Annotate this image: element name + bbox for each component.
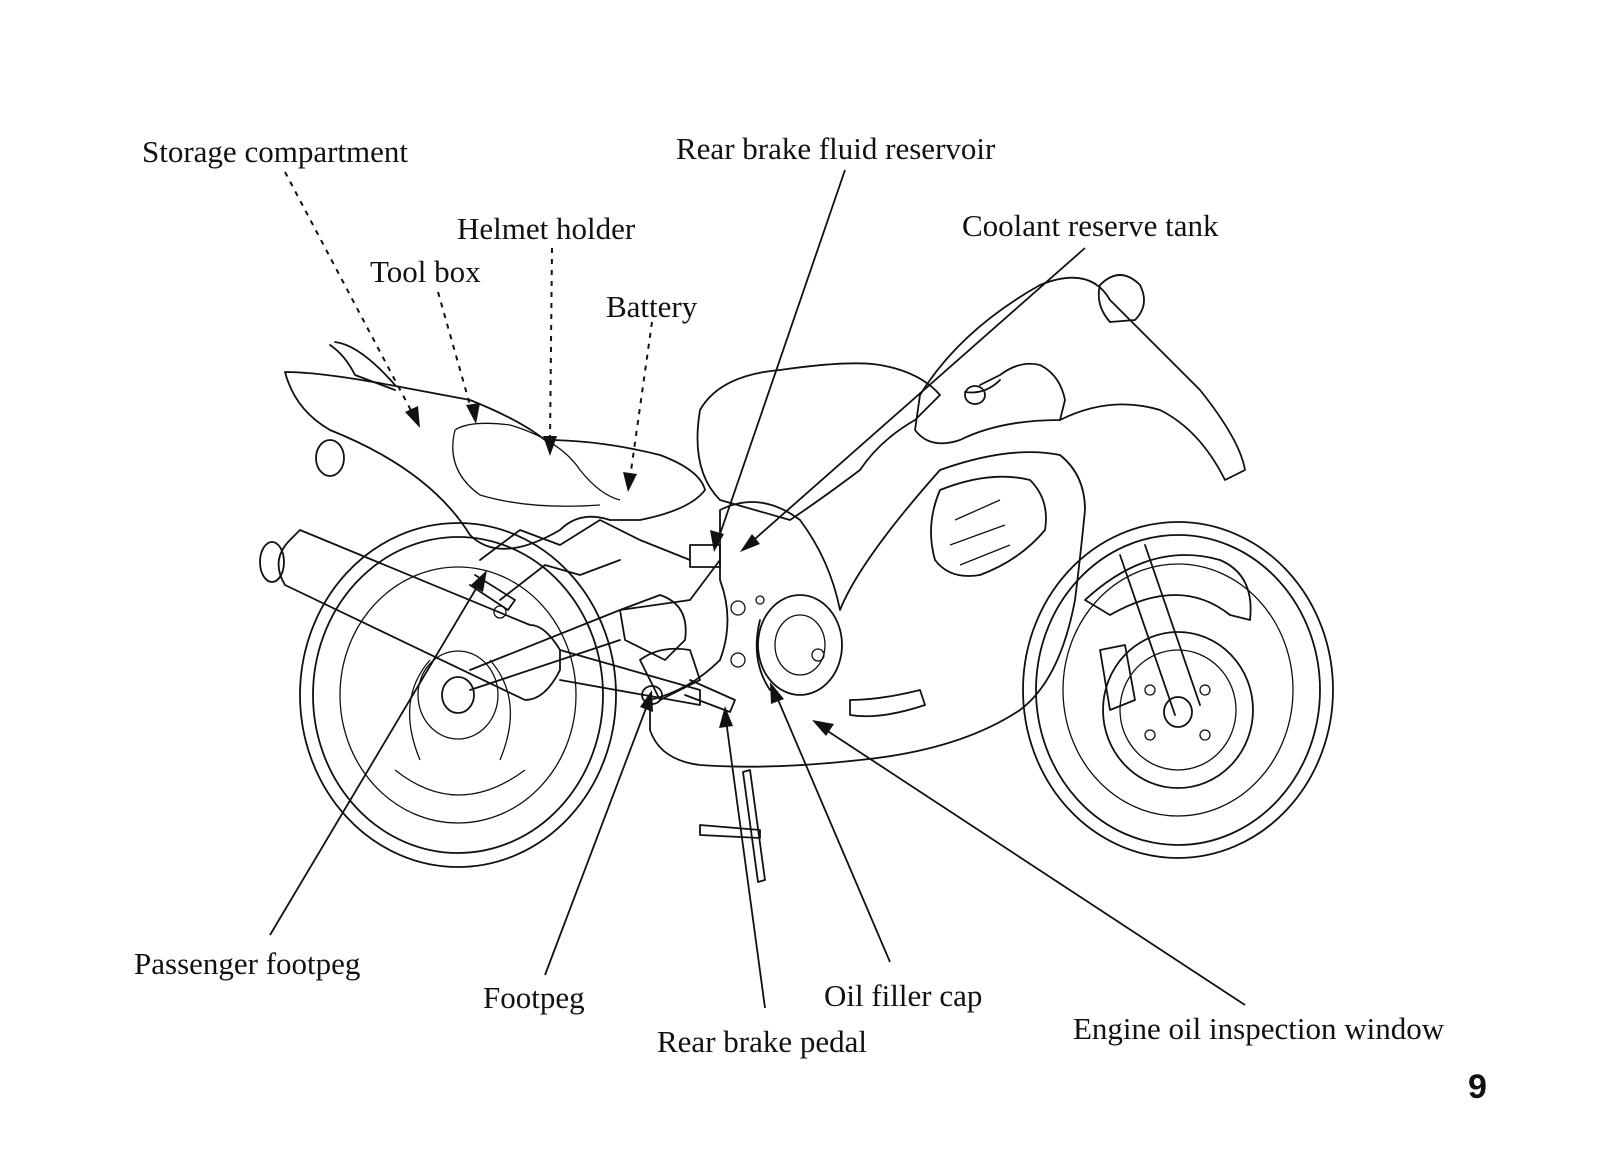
muffler: [259, 529, 701, 706]
label-rear-brake-pedal: Rear brake pedal: [657, 1024, 867, 1059]
side-fairing: [649, 451, 1086, 768]
label-passenger-footpeg: Passenger footpeg: [134, 946, 361, 981]
callout-leaders: [269, 169, 1246, 1009]
label-tool-box: Tool box: [370, 254, 481, 289]
label-rear-brake-fluid-reservoir: Rear brake fluid reservoir: [676, 131, 996, 166]
label-footpeg: Footpeg: [483, 980, 585, 1015]
tail-and-seat: [284, 341, 706, 550]
rear-wheel: [299, 522, 617, 868]
engine: [755, 594, 843, 696]
front-fender: [1084, 554, 1252, 621]
motorcycle-drawing: [259, 274, 1334, 883]
label-coolant-reserve-tank: Coolant reserve tank: [962, 208, 1219, 243]
label-helmet-holder: Helmet holder: [457, 211, 636, 246]
sidestand: [699, 769, 766, 883]
front-wheel: [1022, 521, 1334, 859]
label-engine-oil-inspection-window: Engine oil inspection window: [1073, 1011, 1445, 1046]
fuel-tank: [696, 362, 941, 521]
front-fairing: [914, 274, 1246, 481]
footpeg-bracket: [469, 544, 736, 713]
frame: [469, 519, 765, 691]
label-battery: Battery: [606, 289, 698, 324]
label-oil-filler-cap: Oil filler cap: [824, 978, 983, 1013]
page-number: 9: [1468, 1068, 1487, 1106]
label-storage-compartment: Storage compartment: [142, 134, 408, 169]
